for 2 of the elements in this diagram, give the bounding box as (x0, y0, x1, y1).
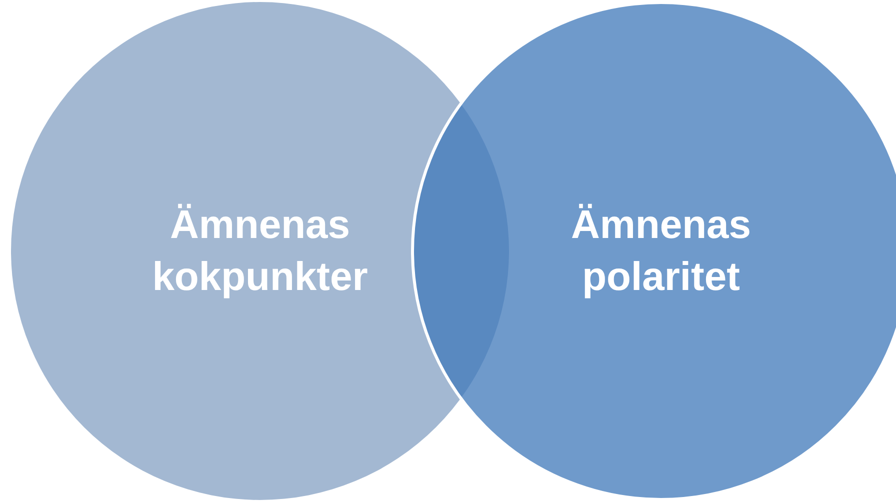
circle-label: Ämnenas kokpunkter (151, 202, 369, 301)
circle-label: Ämnenas polaritet (570, 202, 752, 301)
